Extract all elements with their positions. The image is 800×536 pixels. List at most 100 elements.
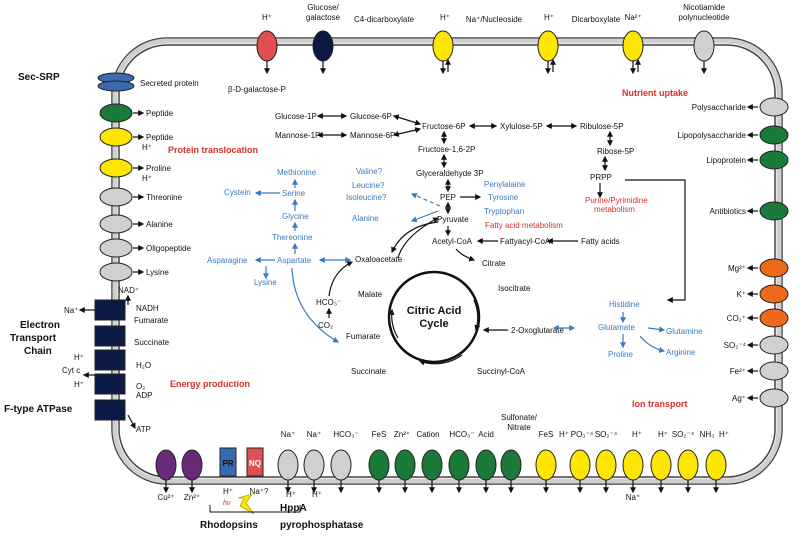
arrow-glutamate-arginine bbox=[639, 335, 666, 353]
bottom-label-cu: Cu²⁺ bbox=[157, 493, 174, 502]
met-succinate: Succinate bbox=[351, 367, 387, 376]
right-transporter-0 bbox=[759, 97, 789, 117]
right-transporter-1 bbox=[759, 125, 789, 145]
bottom-transporter-7 bbox=[421, 449, 443, 481]
met-citrate: Citrate bbox=[482, 259, 506, 268]
aa-glutamate: Glutamate bbox=[598, 323, 635, 332]
left-label-6: Oligopeptide bbox=[146, 244, 191, 253]
etc-o2: O₂ bbox=[136, 382, 145, 391]
etc-nad: NAD⁺ bbox=[118, 286, 139, 295]
left-transporter-6 bbox=[99, 238, 133, 258]
section-nutrient-uptake: Nutrient uptake bbox=[622, 88, 688, 98]
left-label-h-proline: H⁺ bbox=[142, 174, 152, 183]
bottom-label-na-nq: Na⁺? bbox=[250, 487, 269, 496]
met-ribose-5p: Ribose-5P bbox=[597, 147, 634, 156]
left-label-h-peptide: H⁺ bbox=[142, 143, 152, 152]
top-transporter-5 bbox=[693, 30, 715, 62]
etc-fumarate: Fumarate bbox=[134, 316, 169, 325]
arrow-prpp-histidine bbox=[625, 179, 686, 303]
right-transporter-4 bbox=[759, 258, 789, 278]
top-transporter-3 bbox=[537, 30, 559, 62]
met-acetyl-coa: Acetyl-CoA bbox=[432, 237, 473, 246]
aa-aspartate: Aspartate bbox=[277, 256, 312, 265]
aa-isoleucine: Isoleucine? bbox=[346, 193, 387, 202]
right-label-6: CO₂⁺ bbox=[727, 314, 746, 323]
right-label-2: Lipoprotein bbox=[706, 156, 746, 165]
etc-complex-4 bbox=[94, 399, 126, 421]
bottom-transporter-11 bbox=[535, 449, 557, 481]
met-malate: Malate bbox=[358, 290, 383, 299]
bottom-transporter-3 bbox=[303, 449, 325, 481]
bottom-label-nh3: NH₃ bbox=[700, 430, 715, 439]
bottom-label-acid: Acid bbox=[478, 430, 494, 439]
label-beta-galactose-p: β-D-galactose-P bbox=[228, 85, 286, 94]
citric-acid-cycle-ring bbox=[387, 270, 481, 364]
etc-h-2: H⁺ bbox=[74, 380, 84, 389]
left-label-1: Peptide bbox=[146, 109, 174, 118]
section-energy-production: Energy production bbox=[170, 379, 250, 389]
met-glucose-6p: Glucose-6P bbox=[350, 112, 392, 121]
top-label-c4-dicarboxylate: C4-dicarboxylate bbox=[354, 15, 415, 24]
etc-adp: ADP bbox=[136, 391, 152, 400]
right-transporter-2 bbox=[759, 150, 789, 170]
bottom-transporter-10 bbox=[500, 449, 522, 481]
top-label-h-3: H⁺ bbox=[544, 13, 554, 22]
met-oxaloacetate: Oxaloacetate bbox=[355, 255, 403, 264]
met-ribulose-5p: Ribulose-5P bbox=[580, 122, 624, 131]
label-rhodopsins: Rhodopsins bbox=[200, 520, 258, 531]
bottom-label-na-2: Na⁺ bbox=[307, 430, 321, 439]
top-transporter-4 bbox=[622, 30, 644, 62]
aa-glycine: Glycine bbox=[282, 212, 309, 221]
rhodopsin-nq bbox=[246, 447, 264, 477]
right-label-9: Ag⁺ bbox=[732, 394, 746, 403]
bottom-label-fes-2: FeS bbox=[539, 430, 554, 439]
arrow-glutamate-glutamine bbox=[647, 326, 666, 333]
bottom-transporter-6 bbox=[394, 449, 416, 481]
top-transporter-2 bbox=[432, 30, 454, 62]
bottom-transporter-9 bbox=[475, 449, 497, 481]
met-xylulose-5p: Xylulose-5P bbox=[500, 122, 543, 131]
aa-cystein: Cystein bbox=[224, 188, 251, 197]
light-bolt-icon bbox=[237, 493, 255, 515]
bottom-label-na-1: Na⁺ bbox=[281, 430, 295, 439]
aa-tyrosine: Tyrosine bbox=[488, 193, 519, 202]
bottom-transporter-16 bbox=[677, 449, 699, 481]
rhodopsin-pr-label: PR bbox=[222, 459, 233, 468]
right-label-4: Mg²⁺ bbox=[728, 264, 746, 273]
met-mannose-6p: Mannose-6P bbox=[350, 131, 395, 140]
right-transporter-5 bbox=[759, 284, 789, 304]
met-glyceraldehyde-3p: Glyceraldehyde 3P bbox=[416, 169, 484, 178]
cycle-arrow-succinyl-succinate bbox=[418, 354, 463, 366]
bottom-label-fes-1: FeS bbox=[372, 430, 387, 439]
bottom-transporter-14 bbox=[622, 449, 644, 481]
hv-label: hν bbox=[223, 500, 231, 507]
left-label-5: Alanine bbox=[146, 220, 173, 229]
section-ion-transport: Ion transport bbox=[632, 399, 688, 409]
left-transporter-1 bbox=[99, 103, 133, 123]
bottom-transporter-0 bbox=[155, 449, 177, 481]
met-fructose-16-2p: Fructose-1,6-2P bbox=[418, 145, 475, 154]
top-label-h-2: H⁺ bbox=[440, 13, 450, 22]
aa-thereonine: Thereonine bbox=[272, 233, 313, 242]
right-label-5: K⁺ bbox=[736, 290, 746, 299]
aa-methionine: Methionine bbox=[277, 168, 317, 177]
arrow-man6p-fru6p bbox=[392, 127, 422, 137]
met-glucose-1p: Glucose-1P bbox=[275, 112, 317, 121]
bottom-transporter-12 bbox=[569, 449, 591, 481]
bottom-transporter-2 bbox=[277, 449, 299, 481]
bottom-label-zn: Zn²⁺ bbox=[184, 493, 200, 502]
arrow-hco3-oxaloacetate bbox=[328, 261, 354, 297]
top-label-na-nucleoside: Na⁺/Nucleoside bbox=[466, 15, 523, 24]
aa-phenylalanine: Penylalaine bbox=[484, 180, 526, 189]
right-label-7: SO₂⁻⁴ bbox=[724, 341, 747, 350]
met-fumarate: Fumarate bbox=[346, 332, 381, 341]
left-label-2: Peptide bbox=[146, 133, 174, 142]
arrow-aspartate-fumarate bbox=[291, 267, 340, 343]
etc-complex-3 bbox=[94, 373, 126, 395]
etc-arrow-atp bbox=[127, 414, 136, 430]
aa-tryptophan: Tryptophan bbox=[484, 207, 524, 216]
bottom-label-h-6: H⁺ bbox=[719, 430, 729, 439]
etc-complex-0 bbox=[94, 299, 126, 321]
